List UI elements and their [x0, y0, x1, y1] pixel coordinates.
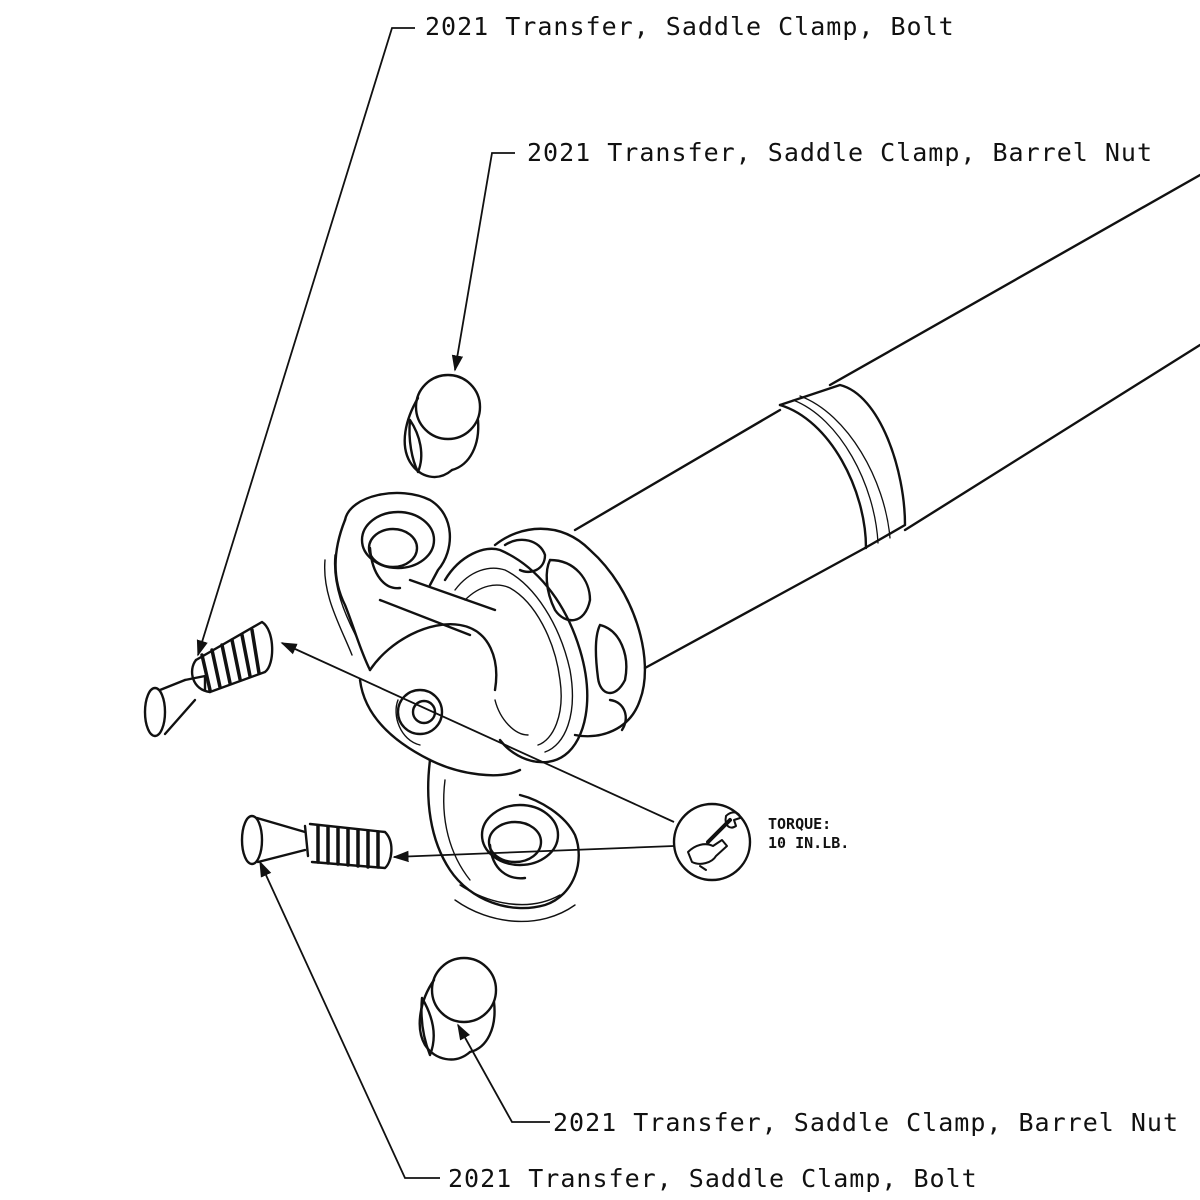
- leader-torque-lower: [392, 845, 675, 863]
- barrel-nut-bottom: [418, 956, 498, 1061]
- leader-torque-upper: [280, 642, 675, 823]
- seatpost-tube: [573, 173, 1200, 670]
- hand-wrench-icon: [672, 802, 752, 882]
- torque-value: 10 IN.LB.: [768, 834, 850, 852]
- bolt-bottom: [240, 814, 393, 870]
- leader-bolt-top: [196, 27, 415, 657]
- saddle-clamp-head: [323, 491, 580, 923]
- leader-barrel-nut-top: [451, 152, 515, 372]
- bolt-top: [143, 620, 274, 738]
- callout-barrel-nut-bottom: 2021 Transfer, Saddle Clamp, Barrel Nut: [553, 1108, 1179, 1137]
- leader-barrel-nut-bottom: [457, 1023, 550, 1123]
- torque-spec: TORQUE: 10 IN.LB.: [768, 815, 849, 853]
- leader-lines: [196, 27, 675, 1179]
- callout-bolt-bottom: 2021 Transfer, Saddle Clamp, Bolt: [448, 1164, 978, 1193]
- callout-bolt-top: 2021 Transfer, Saddle Clamp, Bolt: [425, 12, 955, 41]
- seatpost-collar: [443, 527, 647, 764]
- barrel-nut-top: [403, 373, 482, 479]
- leader-bolt-bottom: [259, 860, 440, 1179]
- callout-barrel-nut-top: 2021 Transfer, Saddle Clamp, Barrel Nut: [527, 138, 1153, 167]
- torque-label: TORQUE:: [768, 815, 832, 833]
